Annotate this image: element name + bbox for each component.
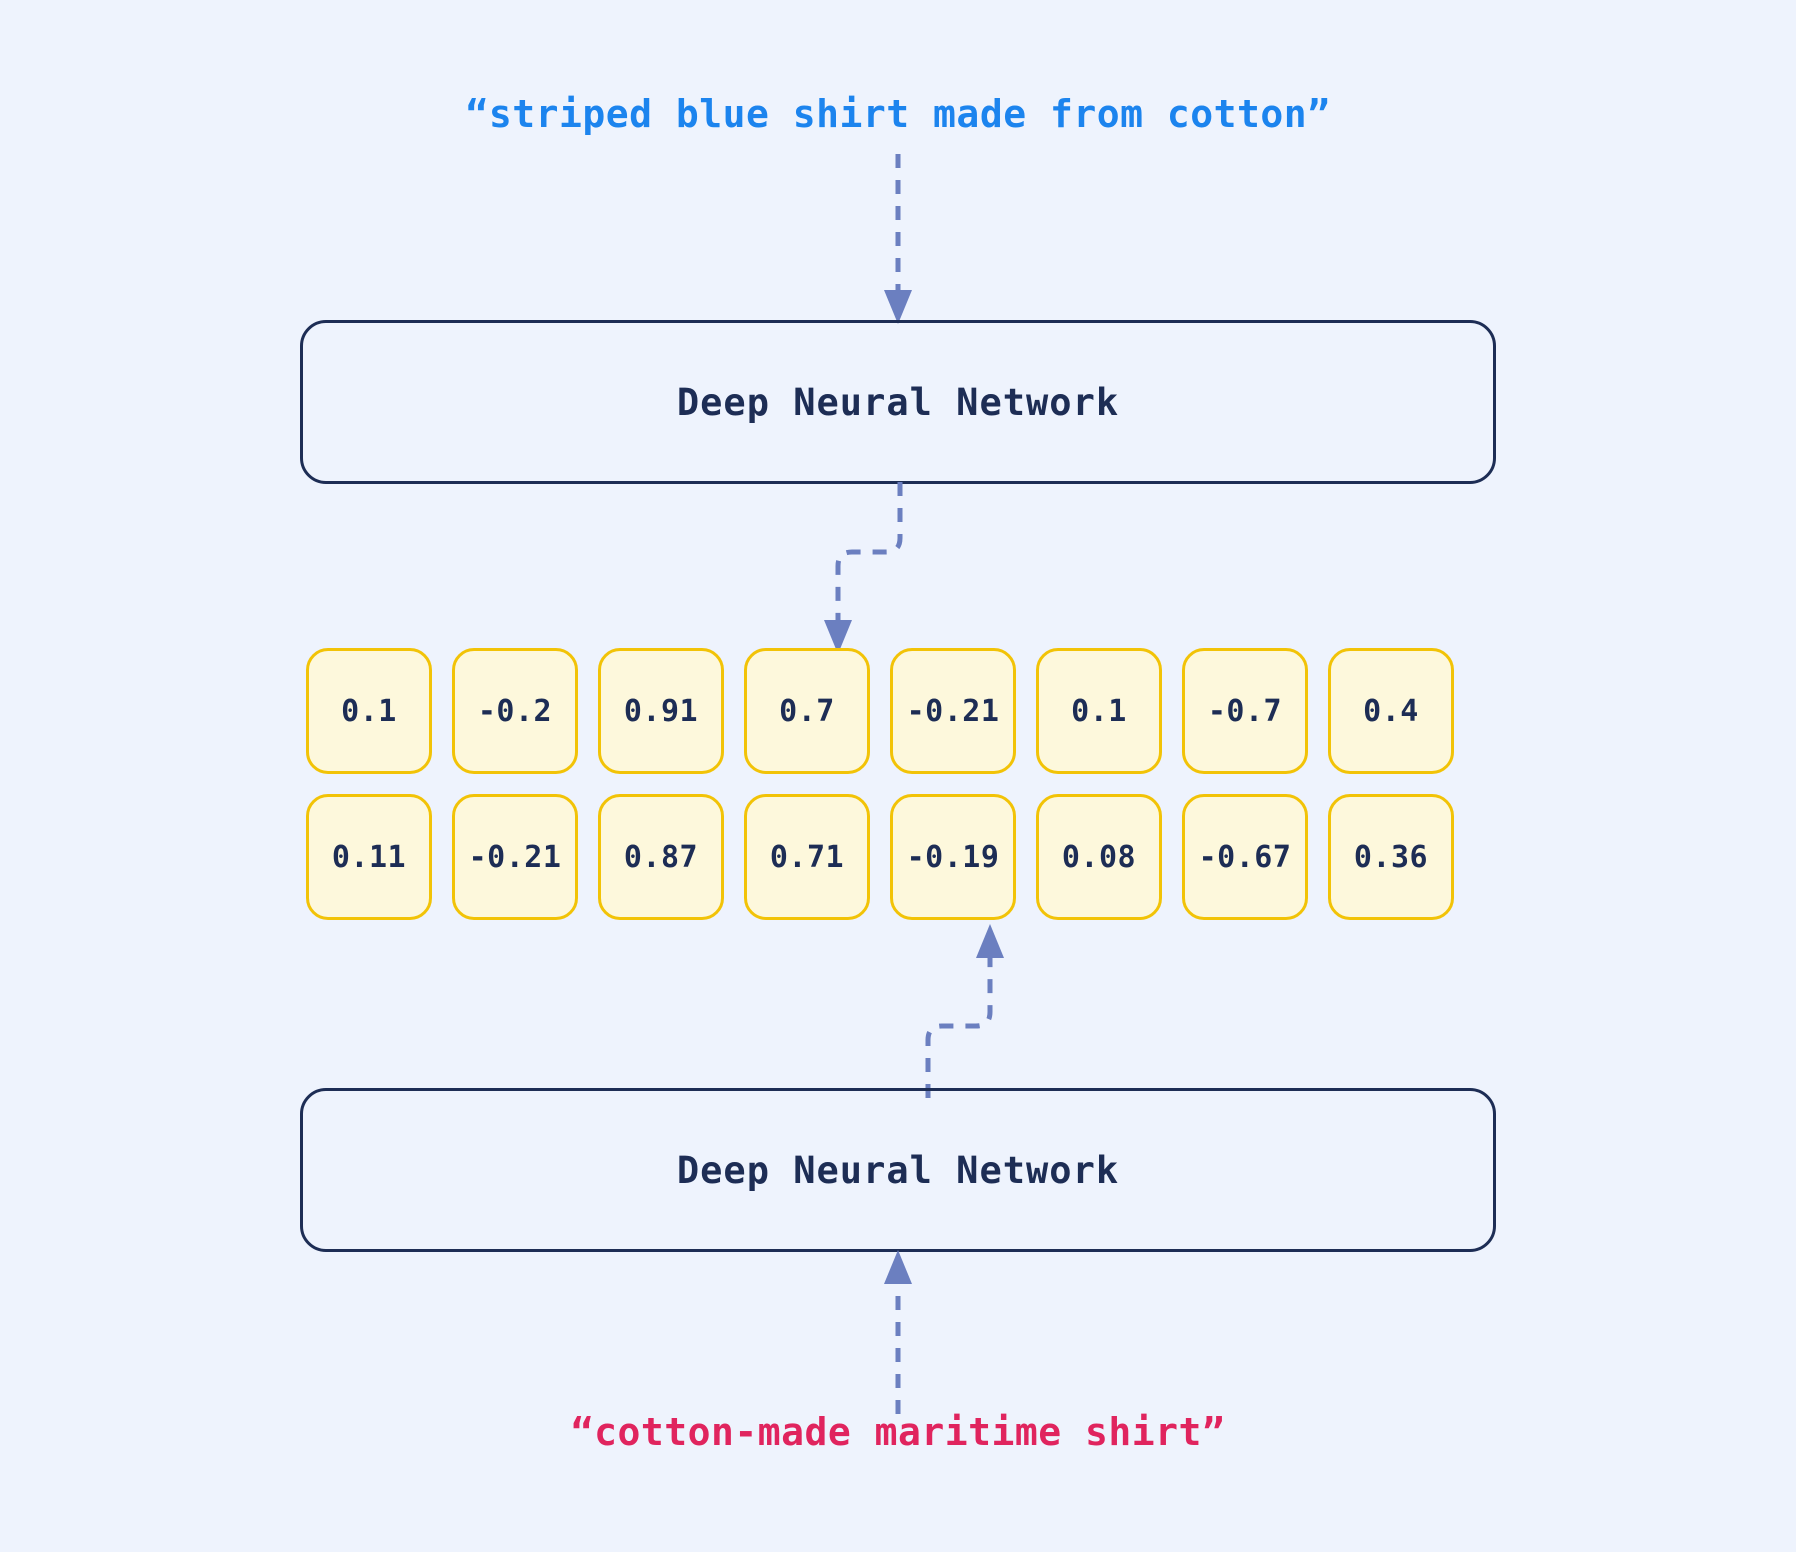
embedding-cell: -0.67 [1182,794,1308,920]
embedding-cell: 0.36 [1328,794,1454,920]
embedding-cell: 0.91 [598,648,724,774]
embedding-cell: 0.08 [1036,794,1162,920]
embedding-cell: 0.7 [744,648,870,774]
embedding-cell: -0.7 [1182,648,1308,774]
embedding-cell: -0.2 [452,648,578,774]
connector-prompt-to-network-bottom-icon [884,1250,912,1414]
connector-prompt-to-network-top-icon [884,154,912,324]
deep-neural-network-box-bottom: Deep Neural Network [300,1088,1496,1252]
embedding-cell: -0.19 [890,794,1016,920]
deep-neural-network-box-top: Deep Neural Network [300,320,1496,484]
embedding-cell: 0.1 [306,648,432,774]
embedding-grid: 0.1 -0.2 0.91 0.7 -0.21 0.1 -0.7 0.4 0.1… [306,648,1502,920]
bottom-prompt-text: “cotton-made maritime shirt” [570,1410,1226,1454]
embedding-row-2: 0.11 -0.21 0.87 0.71 -0.19 0.08 -0.67 0.… [306,794,1502,920]
embedding-cell: -0.21 [452,794,578,920]
embedding-cell: 0.71 [744,794,870,920]
connector-embedding-to-network-bottom-icon [925,924,1004,1098]
embedding-cell: 0.87 [598,794,724,920]
deep-neural-network-label-top: Deep Neural Network [676,380,1120,424]
embedding-cell: -0.21 [890,648,1016,774]
embedding-cell: 0.4 [1328,648,1454,774]
embedding-row-1: 0.1 -0.2 0.91 0.7 -0.21 0.1 -0.7 0.4 [306,648,1502,774]
deep-neural-network-label-bottom: Deep Neural Network [676,1148,1120,1192]
embedding-cell: 0.11 [306,794,432,920]
connector-network-to-embedding-top-icon [824,482,903,654]
top-prompt-text: “striped blue shirt made from cotton” [465,92,1331,136]
embedding-cell: 0.1 [1036,648,1162,774]
